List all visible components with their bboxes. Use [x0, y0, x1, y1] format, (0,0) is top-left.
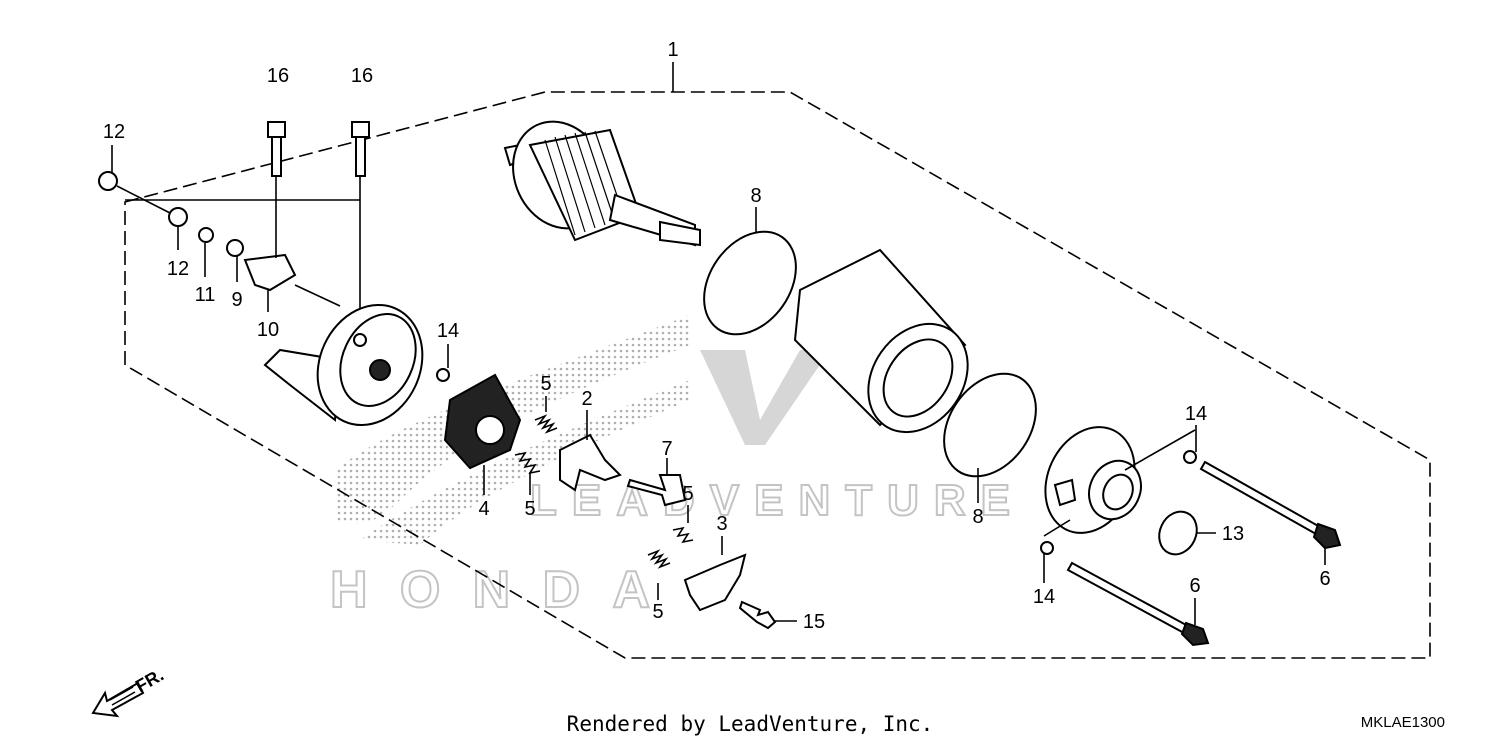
callout-2: 2	[581, 388, 592, 410]
brush-2	[559, 433, 622, 492]
callout-5-bottom: 5	[652, 601, 663, 623]
callout-14-upper-right: 14	[1185, 403, 1207, 425]
callout-3: 3	[716, 513, 727, 535]
brush-springs	[514, 414, 694, 569]
washer-14-left	[436, 368, 450, 382]
leadventure-watermark-text: LEADVENTURE	[530, 476, 1010, 525]
armature	[503, 120, 701, 247]
callout-4: 4	[478, 498, 489, 520]
callout-5-middle: 5	[524, 498, 535, 520]
callout-7: 7	[661, 438, 672, 460]
long-bolt-lower	[1066, 561, 1210, 647]
callout-1: 1	[667, 39, 678, 61]
leader-lines	[111, 145, 1326, 625]
nut-12-upper	[98, 171, 118, 191]
callout-8-lower: 8	[972, 506, 983, 528]
bolt-15	[738, 600, 777, 630]
callout-13: 13	[1222, 523, 1244, 545]
callout-14-lower-right: 14	[1033, 586, 1055, 608]
callout-12-lower: 12	[167, 258, 189, 280]
callout-numbers: 1 16 16 12 12 11 9 10 14 5 2 4 5 7 5 3 5…	[103, 39, 1331, 633]
brush-3	[683, 553, 747, 612]
brush-holder	[443, 373, 522, 470]
washer-14-upper-right	[1183, 450, 1197, 464]
callout-5-right: 5	[682, 483, 693, 505]
washer-14-lower-right	[1040, 541, 1054, 555]
terminal-bolt	[626, 474, 687, 507]
callout-10: 10	[257, 319, 279, 341]
callout-6-lower: 6	[1189, 575, 1200, 597]
callout-12-upper: 12	[103, 121, 125, 143]
starter-yoke	[793, 248, 969, 434]
flange-bolt-16-right	[351, 121, 370, 177]
callout-9: 9	[231, 289, 242, 311]
front-cover	[243, 253, 424, 427]
rendered-by-footer: Rendered by LeadVenture, Inc.	[566, 712, 934, 736]
nut-12-lower	[168, 207, 188, 227]
callout-16-left: 16	[267, 65, 289, 87]
callout-16-right: 16	[351, 65, 373, 87]
callout-15: 15	[803, 611, 825, 633]
assembly-boundary	[124, 91, 1431, 659]
callout-11: 11	[195, 284, 216, 306]
callout-14-left: 14	[437, 320, 459, 342]
flange-bolt-16-left	[267, 121, 286, 177]
washer-11	[198, 227, 214, 243]
callout-6-upper: 6	[1319, 568, 1330, 590]
callout-5-top: 5	[540, 373, 551, 395]
diagram-code: MKLAE1300	[1360, 714, 1445, 731]
o-ring-8-upper	[703, 230, 797, 336]
honda-watermark-text: HONDA	[330, 561, 650, 619]
rear-cover	[1044, 426, 1142, 534]
callout-8-upper: 8	[750, 185, 761, 207]
front-direction-arrow: FR.	[91, 665, 167, 718]
o-ring-13	[1158, 510, 1198, 556]
insulator-9	[226, 239, 244, 257]
long-bolt-upper	[1199, 460, 1342, 550]
